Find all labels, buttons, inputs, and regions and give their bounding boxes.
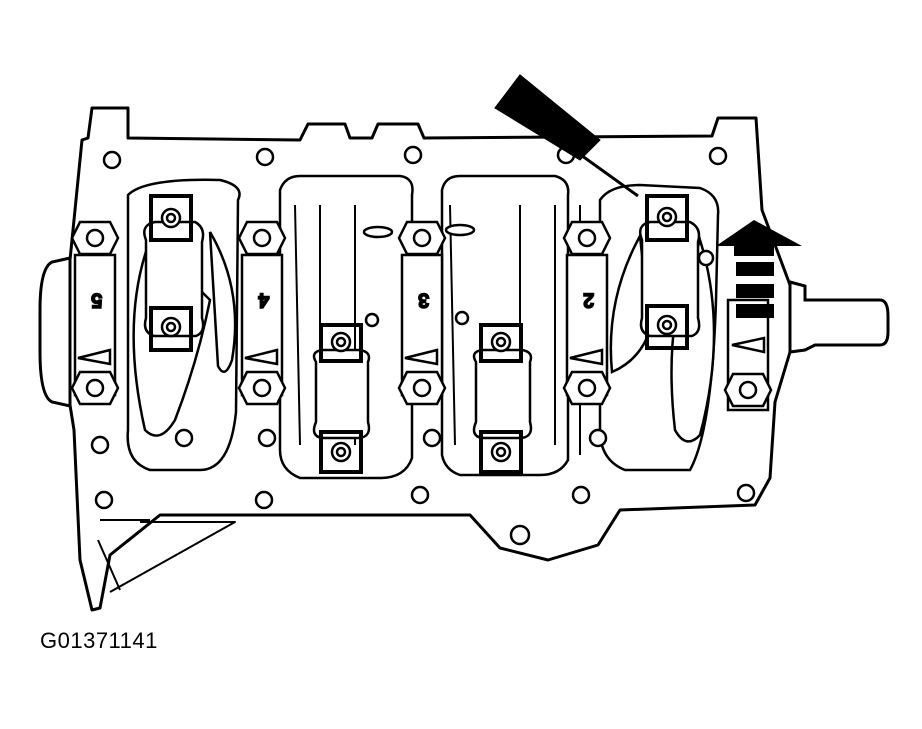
hex-bolt <box>397 220 447 256</box>
arrow-down-left-icon <box>494 74 639 198</box>
hex-bolt <box>237 220 287 256</box>
rod-cap-2 <box>312 323 371 474</box>
figure-id: G01371141 <box>40 628 158 653</box>
front-arrow-icon <box>716 220 802 318</box>
hex-bolt <box>237 370 287 406</box>
crankshaft-nose <box>38 256 72 408</box>
rod-cap-4 <box>639 194 701 350</box>
main-cap-label: 2 <box>583 289 594 310</box>
crankshaft-flange <box>788 280 890 354</box>
hex-bolt <box>397 370 447 406</box>
main-cap-label: 5 <box>91 289 102 310</box>
main-cap-label: 3 <box>418 289 429 310</box>
main-cap-label: 4 <box>258 289 269 310</box>
rod-cap-1 <box>143 194 205 352</box>
hex-bolt <box>70 220 120 256</box>
rod-cap-3 <box>472 323 533 474</box>
hex-bolt <box>723 372 773 408</box>
main-bearing-caps: 5 4 3 2 <box>73 253 770 412</box>
hex-bolt <box>562 370 612 406</box>
rod-caps <box>143 194 701 474</box>
block-bolt-holes <box>90 145 756 546</box>
hex-bolt <box>70 370 120 406</box>
hex-bolt <box>562 220 612 256</box>
main-cap-bolts <box>70 220 773 408</box>
